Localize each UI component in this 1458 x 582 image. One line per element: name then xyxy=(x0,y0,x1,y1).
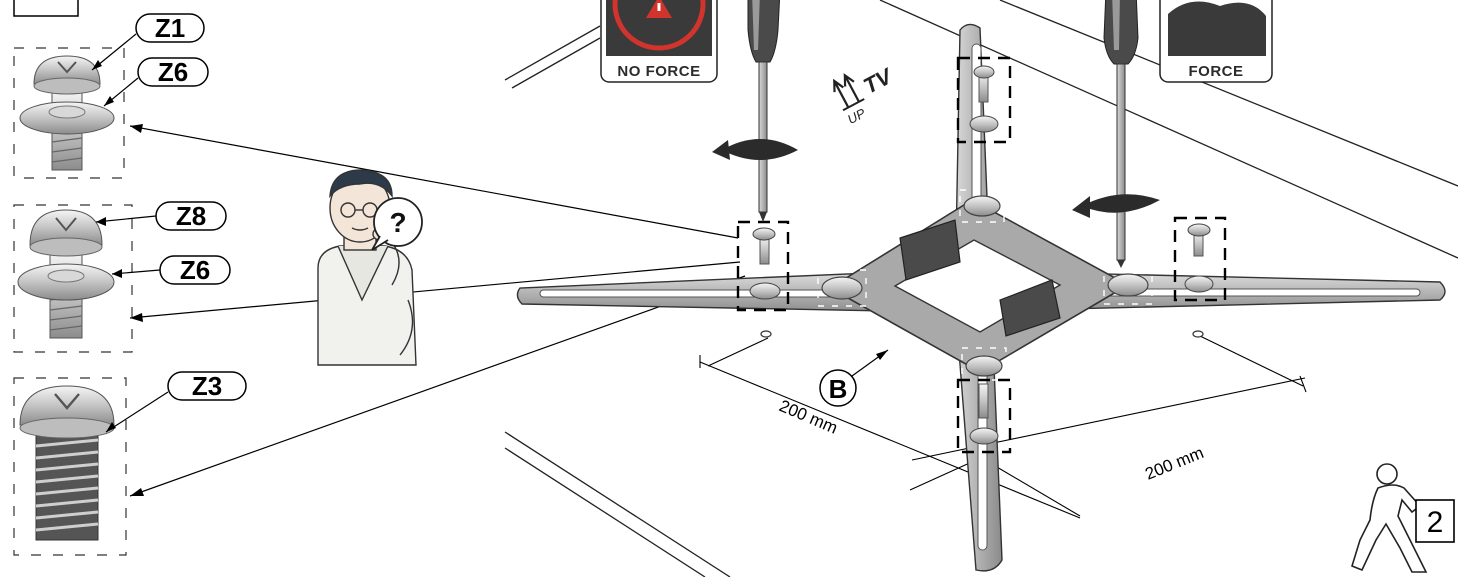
screw-position-right xyxy=(1173,216,1227,302)
callout-lines xyxy=(129,125,746,497)
step-indicator: 2 xyxy=(1351,463,1455,573)
bracket-hook-left xyxy=(899,219,961,281)
screw-position-bottom xyxy=(956,378,1012,454)
screwdriver-left-icon xyxy=(747,0,781,222)
svg-text:TV: TV xyxy=(859,62,898,98)
bracket-hook-right xyxy=(999,279,1061,337)
svg-text:Z6: Z6 xyxy=(180,255,210,285)
svg-text:B: B xyxy=(829,374,848,404)
dimension-right: 200 mm xyxy=(1142,443,1206,484)
rotate-arrow-right-icon xyxy=(1072,194,1160,218)
label-z8: Z8 xyxy=(95,201,227,231)
screw-z1-icon xyxy=(19,55,115,171)
svg-text:Z1: Z1 xyxy=(155,13,185,43)
part-box-z3 xyxy=(13,377,127,556)
walking-person-icon xyxy=(1351,463,1428,573)
label-z1: Z1 xyxy=(91,13,205,71)
svg-text:?: ? xyxy=(389,207,406,238)
thinking-person-icon: ? xyxy=(317,169,423,366)
screw-z3-icon xyxy=(19,385,115,541)
label-z3: Z3 xyxy=(105,371,247,433)
hardware-panel: Z1 Z6 Z8 Z6 Z3 xyxy=(13,13,247,556)
rotate-arrow-left-icon xyxy=(712,139,798,160)
svg-text:Z8: Z8 xyxy=(176,201,206,231)
label-z6-mid: Z6 xyxy=(111,255,231,285)
screwdriver-right-icon xyxy=(1103,0,1139,268)
svg-text:Z6: Z6 xyxy=(158,57,188,87)
svg-text:Z3: Z3 xyxy=(192,371,222,401)
svg-text:2: 2 xyxy=(1427,506,1444,539)
screw-position-top xyxy=(956,56,1012,144)
svg-text:FORCE: FORCE xyxy=(1189,63,1244,80)
mounting-holes xyxy=(760,330,1204,338)
no-force-sign: NO FORCE xyxy=(600,0,718,83)
screw-z8-icon xyxy=(17,209,115,339)
label-b: B xyxy=(819,349,889,407)
screw-positions xyxy=(736,56,1227,454)
dimension-lines xyxy=(699,335,1307,519)
part-box-z1-z6 xyxy=(13,47,125,179)
svg-text:NO FORCE: NO FORCE xyxy=(617,63,700,80)
label-z6-top: Z6 xyxy=(103,57,209,107)
vesa-bracket xyxy=(516,23,1446,572)
question-bubble-icon xyxy=(373,197,423,247)
force-sign: FORCE xyxy=(1159,0,1273,83)
orientation-mark: TV UP xyxy=(833,62,898,127)
top-left-box xyxy=(13,0,79,17)
callout-arrowheads xyxy=(130,124,144,496)
